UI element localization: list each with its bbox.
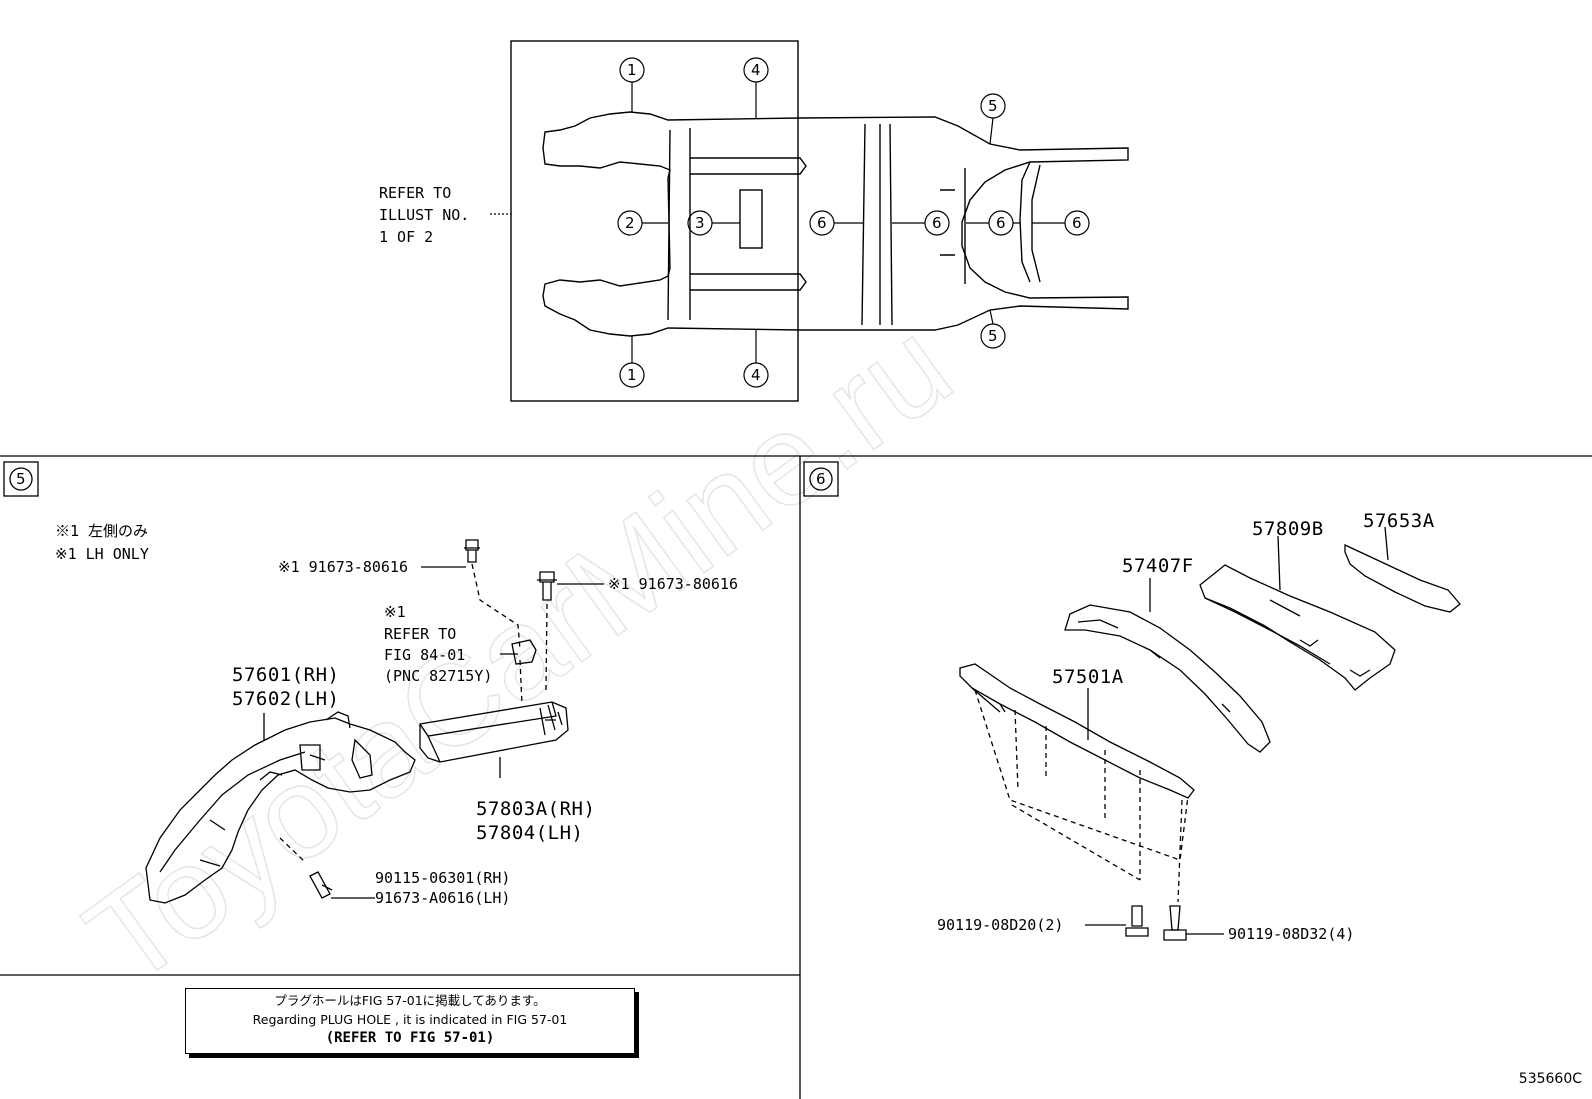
small-bolt-icon [309, 871, 333, 899]
svg-text:57804(LH): 57804(LH) [476, 822, 583, 844]
part-57653A-label: 57653A [1363, 510, 1435, 532]
callout-6-a: 6 [817, 214, 827, 232]
overview-diagram [510, 40, 1129, 402]
bolt-label-right: ※1 91673-80616 [608, 575, 738, 593]
callout-3: 3 [695, 214, 705, 232]
figure-code: 535660C [1518, 1071, 1582, 1087]
overview-callouts [490, 57, 1090, 388]
overview-callout-numbers: 1 4 5 2 3 6 6 6 6 5 1 4 [625, 61, 1082, 384]
note-line-refer: (REFER TO FIG 57-01) [325, 1030, 495, 1046]
svg-text:57803A(RH): 57803A(RH) [476, 798, 595, 820]
callout-1-top: 1 [627, 61, 637, 79]
section-5-drawing [145, 539, 604, 904]
section-6-drawing [959, 526, 1461, 941]
callout-4-top: 4 [751, 61, 761, 79]
part-57803A-label: 57803A(RH) 57804(LH) [476, 798, 595, 844]
note-line-en: Regarding PLUG HOLE , it is indicated in… [252, 1012, 568, 1027]
svg-text:FIG 84-01: FIG 84-01 [384, 646, 465, 664]
bolt-left-icon [464, 539, 480, 563]
part-90115-label: 90115-06301(RH) 91673-A0616(LH) [375, 869, 510, 907]
plug-hole-note: プラグホールはFIG 57-01に掲載してあります。 Regarding PLU… [185, 988, 635, 1054]
callout-2: 2 [625, 214, 635, 232]
section-5-id: 5 [16, 470, 26, 488]
callout-6-b: 6 [932, 214, 942, 232]
bolt-90119-08D32-label: 90119-08D32(4) [1228, 925, 1354, 943]
svg-text:57602(LH): 57602(LH) [232, 688, 339, 710]
svg-text:(PNC 82715Y): (PNC 82715Y) [384, 667, 492, 685]
svg-text:ILLUST NO.: ILLUST NO. [379, 206, 469, 224]
svg-text:※1: ※1 [384, 603, 406, 621]
callout-4-bottom: 4 [751, 366, 761, 384]
bolt-90119-08D20-label: 90119-08D20(2) [937, 916, 1063, 934]
section-dividers [0, 455, 1592, 1099]
part-57809B-label: 57809B [1252, 518, 1324, 540]
overview-frame [510, 40, 799, 402]
bolt-label-left: ※1 91673-80616 [278, 558, 408, 576]
part-57407F-label: 57407F [1122, 555, 1194, 577]
svg-text:REFER TO: REFER TO [384, 625, 456, 643]
refer-fig-label: ※1 REFER TO FIG 84-01 (PNC 82715Y) [384, 603, 492, 685]
svg-text:1 OF 2: 1 OF 2 [379, 228, 433, 246]
callout-5-bottom: 5 [988, 327, 998, 345]
note-line-jp: プラグホールはFIG 57-01に掲載してあります。 [274, 993, 546, 1008]
refer-illust-label: REFER TO ILLUST NO. 1 OF 2 [379, 184, 469, 246]
svg-text:90115-06301(RH): 90115-06301(RH) [375, 869, 510, 887]
watermark: ToyotaCarMine.ru [61, 291, 977, 1012]
svg-text:※1 LH ONLY: ※1 LH ONLY [55, 545, 149, 563]
callout-5-top: 5 [988, 97, 998, 115]
svg-text:91673-A0616(LH): 91673-A0616(LH) [375, 889, 510, 907]
bolt-08D32-icon [1163, 905, 1187, 941]
svg-text:57601(RH): 57601(RH) [232, 664, 339, 686]
svg-text:※1 左側のみ: ※1 左側のみ [55, 522, 148, 540]
section-6-tab [803, 461, 839, 497]
bolt-08D20-icon [1125, 905, 1149, 937]
part-57601-label: 57601(RH) 57602(LH) [232, 664, 339, 710]
callout-6-d: 6 [1072, 214, 1082, 232]
section-5-notes: ※1 左側のみ ※1 LH ONLY [55, 522, 149, 563]
callout-6-c: 6 [996, 214, 1006, 232]
bolt-right-icon [537, 571, 557, 601]
callout-1-bottom: 1 [627, 366, 637, 384]
section-6-id: 6 [816, 470, 826, 488]
svg-text:REFER TO: REFER TO [379, 184, 451, 202]
section-5-tab [3, 461, 39, 497]
part-57501A-label: 57501A [1052, 666, 1124, 688]
